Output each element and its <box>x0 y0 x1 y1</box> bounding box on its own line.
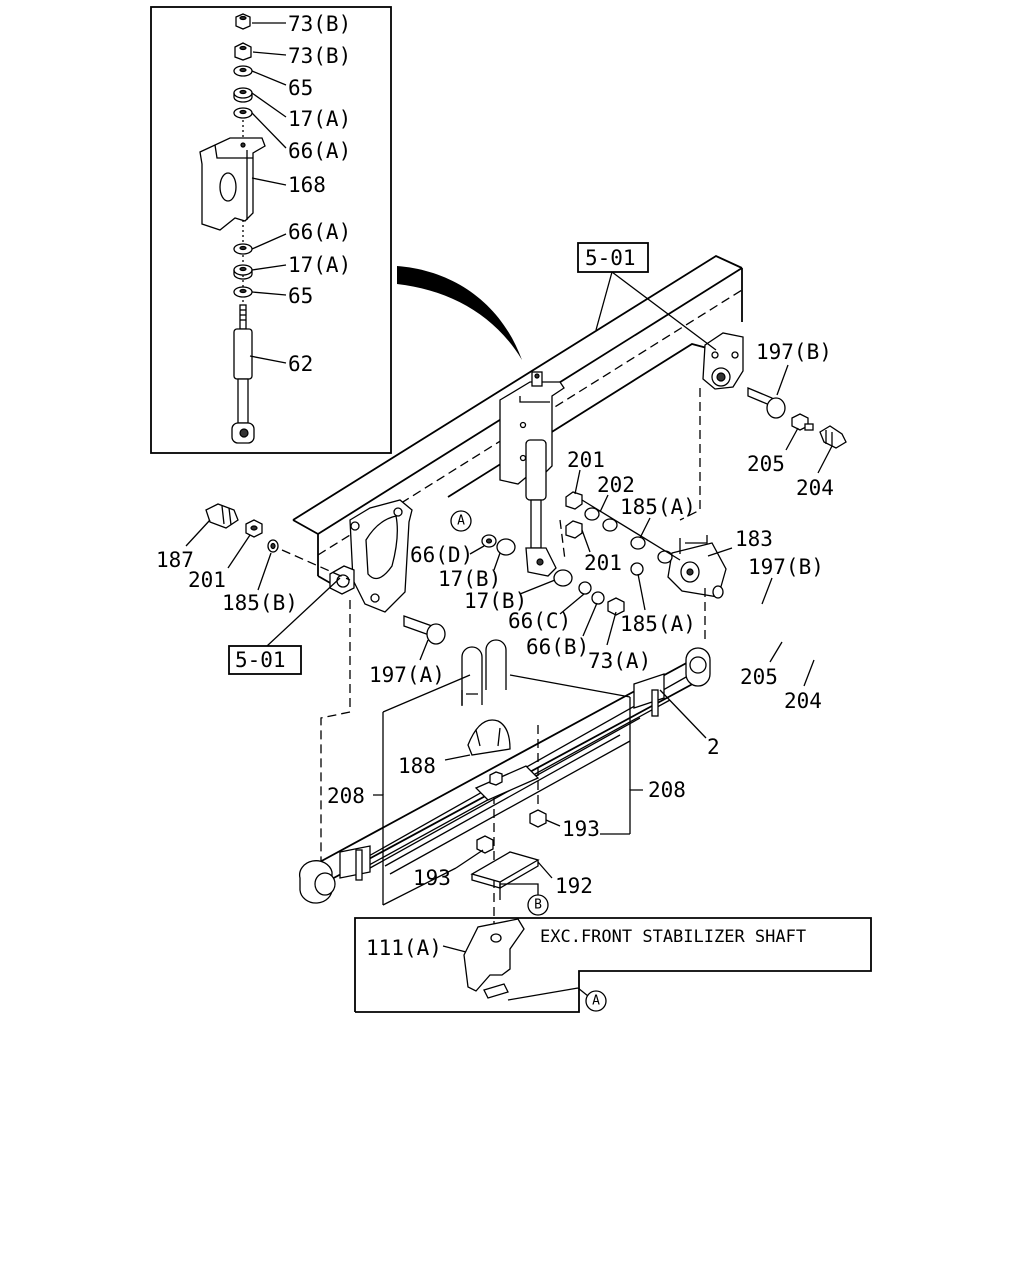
ref-box-left: 5-01 <box>228 645 302 675</box>
callout-17b-upper: 17(B) <box>438 567 501 591</box>
assembly-lines <box>320 388 706 930</box>
nut-73b-lower-shape <box>234 42 252 61</box>
plate-192-shape <box>470 851 540 889</box>
shock-lower-fasteners <box>481 534 625 616</box>
ref-5-01-top: 5-01 <box>585 246 636 270</box>
shackle-183-shape <box>667 535 727 599</box>
callout-183: 183 <box>735 527 773 551</box>
callout-66c: 66(C) <box>508 609 571 633</box>
callout-73a: 73(A) <box>588 649 651 673</box>
nut-201-left-shape <box>245 519 263 538</box>
callout-204-top: 204 <box>796 476 834 500</box>
callout-73b-2: 73(B) <box>288 44 351 68</box>
bumper-188-shape <box>467 719 511 756</box>
svg-text:A: A <box>457 514 465 529</box>
washer-65-upper-shape <box>233 65 253 77</box>
callout-65-upper: 65 <box>288 76 313 100</box>
callout-17a-upper: 17(A) <box>288 107 351 131</box>
callout-192: 192 <box>555 874 593 898</box>
grease-204-top-shape <box>819 425 847 449</box>
callout-185a-lower: 185(A) <box>620 612 696 636</box>
callout-188: 188 <box>398 754 436 778</box>
callout-201-middle: 201 <box>584 551 622 575</box>
callout-17a-lower: 17(A) <box>288 253 351 277</box>
u-bolts <box>461 639 507 706</box>
callout-66b: 66(B) <box>526 635 589 659</box>
svg-text:B: B <box>534 898 542 913</box>
grease-187-shape <box>205 503 239 529</box>
callout-73b-1: 73(B) <box>288 12 351 36</box>
bolt-197b-top-shape <box>747 387 786 419</box>
callout-17b-lower: 17(B) <box>464 589 527 613</box>
bush-17a-upper-shape <box>233 87 253 103</box>
callout-208-right: 208 <box>648 778 686 802</box>
washer-185b-shape <box>267 539 279 553</box>
callout-168: 168 <box>288 173 326 197</box>
front-spring-bracket <box>329 499 413 613</box>
callout-62: 62 <box>288 352 313 376</box>
washer-65-lower-shape <box>233 286 253 298</box>
marker-a-upper: A <box>450 510 472 532</box>
callout-205-bottom: 205 <box>740 665 778 689</box>
callout-197b-top: 197(B) <box>756 340 832 364</box>
shock-absorber-62-shape <box>231 304 255 444</box>
inset-frame <box>150 6 392 454</box>
callout-111a: 111(A) <box>366 936 442 960</box>
bracket-168-shape <box>199 137 266 231</box>
spring-seat-block <box>474 765 540 801</box>
callout-185b: 185(B) <box>222 591 298 615</box>
nut-193-left-shape <box>476 835 494 854</box>
callout-65-lower: 65 <box>288 284 313 308</box>
callout-205-top: 205 <box>747 452 785 476</box>
callout-193-right: 193 <box>562 817 600 841</box>
callout-208-left: 208 <box>327 784 365 808</box>
callout-201-upper: 201 <box>567 448 605 472</box>
nut-193-right-shape <box>529 809 547 828</box>
callout-201-left: 201 <box>188 568 226 592</box>
callout-197a: 197(A) <box>369 663 445 687</box>
bracket-111a-shape <box>463 918 525 999</box>
marker-b: B <box>527 894 549 916</box>
installed-shock-absorber <box>525 439 557 577</box>
shock-absorber-inset: 73(B) 73(B) 65 17(A) 66(A) 168 66(A) 17(… <box>150 6 392 454</box>
rear-shackle-bracket <box>702 332 744 390</box>
marker-a-lower: A <box>585 990 607 1012</box>
callout-66a-lower: 66(A) <box>288 220 351 244</box>
bolt-197a-shape <box>403 615 446 645</box>
bolt-205-top-shape <box>791 413 814 431</box>
inset-leaders <box>249 22 287 364</box>
callout-66a-upper: 66(A) <box>288 139 351 163</box>
callout-204-bottom: 204 <box>784 689 822 713</box>
washer-66a-lower-shape <box>233 243 253 255</box>
callout-2: 2 <box>707 735 720 759</box>
exc-note-region: EXC.FRONT STABILIZER SHAFT <box>354 917 872 1013</box>
callout-197b-middle: 197(B) <box>748 555 824 579</box>
callout-187: 187 <box>156 548 194 572</box>
washer-66a-upper-shape <box>233 107 253 119</box>
ref-box-top: 5-01 <box>577 242 649 273</box>
callout-185a-upper: 185(A) <box>620 495 696 519</box>
middle-fasteners <box>565 491 681 576</box>
callout-193-left: 193 <box>413 866 451 890</box>
inset-pointer-arrow <box>397 266 522 360</box>
main-leaders <box>185 271 833 1001</box>
callout-202: 202 <box>597 473 635 497</box>
nut-73b-upper-shape <box>235 13 251 30</box>
ref-5-01-left: 5-01 <box>235 648 286 672</box>
shock-frame-bracket <box>499 371 565 485</box>
exc-note-label: EXC.FRONT STABILIZER SHAFT <box>540 927 806 947</box>
callout-66d: 66(D) <box>410 543 473 567</box>
svg-text:A: A <box>592 994 600 1009</box>
